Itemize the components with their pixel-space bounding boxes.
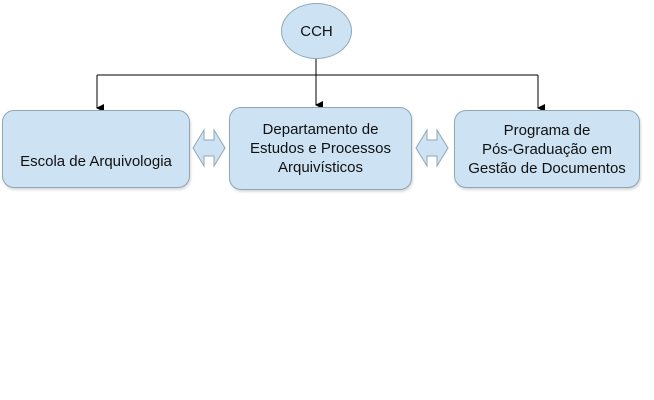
node-cch: CCH xyxy=(281,3,352,59)
node-programa-pos-graduacao: Programa de Pós-Graduação em Gestão de Doc… xyxy=(454,110,640,188)
node-label: CCH xyxy=(300,22,333,40)
node-label: Arquivísticos xyxy=(277,159,364,176)
node-label: Gestão de Documentos xyxy=(468,160,626,177)
node-escola-arquivologia: Escola de Arquivologia xyxy=(2,110,190,188)
double-arrow-right xyxy=(415,128,449,168)
node-label: Pós-Graduação em xyxy=(481,141,613,158)
node-label: Programa de xyxy=(503,122,591,139)
node-label: Departamento de xyxy=(262,121,379,138)
node-label: Escola de Arquivologia xyxy=(20,153,172,170)
double-arrow-left xyxy=(192,128,226,168)
node-label: Estudos e Processos xyxy=(250,140,391,157)
